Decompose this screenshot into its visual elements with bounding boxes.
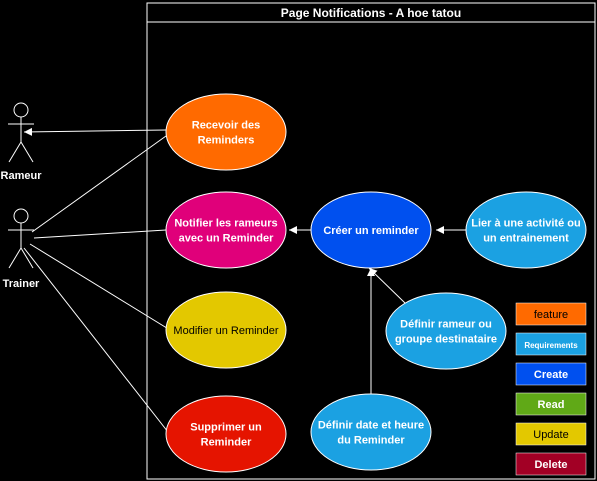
use-case-creer: Créer un reminder — [310, 191, 432, 269]
legend-item-create: Create — [515, 362, 587, 386]
legend-label: feature — [534, 309, 568, 321]
use-case-ellipse — [385, 292, 507, 370]
edge-trainer-to-modifier — [29, 243, 171, 331]
use-case-ellipse — [165, 93, 287, 171]
use-case-label: groupe destinataire — [395, 334, 497, 346]
use-case-label: Modifier un Reminder — [173, 325, 278, 337]
legend-item-delete: Delete — [515, 452, 587, 476]
legend-swatch — [515, 392, 587, 416]
actor-label-rameur: Rameur — [1, 170, 43, 182]
legend-item-read: Read — [515, 392, 587, 416]
legend-swatch — [515, 452, 587, 476]
legend-label: Update — [533, 429, 568, 441]
edge-trainer-to-notifier — [33, 229, 167, 239]
connectors — [23, 127, 466, 433]
use-case-notifier: Notifier les rameurs avec un Reminder — [165, 191, 287, 269]
legend-swatch — [515, 362, 587, 386]
use-case-label: du Reminder — [337, 435, 405, 447]
legend: featureRequirementsCreateReadUpdateDelet… — [515, 302, 587, 476]
edge-trainer-to-supprimer — [23, 247, 169, 433]
use-case-label: Définir rameur ou — [400, 319, 492, 331]
use-case-ellipse — [165, 191, 287, 269]
use-case-ellipse — [465, 191, 587, 269]
use-case-definir-rameur: Définir rameur ou groupe destinataire — [385, 292, 507, 370]
actor-label-trainer: Trainer — [3, 278, 40, 290]
edge-definir-rameur-to-creer — [368, 267, 406, 304]
use-case-ellipse — [310, 191, 432, 269]
actor-head — [13, 208, 29, 224]
use-case-lier: Lier à une activité ou un entrainement — [465, 191, 587, 269]
legend-label: Requirements — [524, 341, 578, 350]
use-case-modifier: Modifier un Reminder — [165, 291, 287, 369]
actor-rameur: Rameur — [1, 102, 43, 182]
use-case-label: Définir date et heure — [318, 420, 424, 432]
edge-recevoir-to-rameur — [23, 127, 167, 136]
legend-swatch — [515, 332, 587, 356]
use-case-definir-date: Définir date et heure du Reminder — [310, 393, 432, 471]
use-case-ellipse — [165, 291, 287, 369]
legend-label: Create — [534, 369, 568, 381]
legend-swatch — [515, 422, 587, 446]
use-case-label: Créer un reminder — [323, 225, 419, 237]
legend-swatch — [515, 302, 587, 326]
legend-item-feature: feature — [515, 302, 587, 326]
diagram-title: Page Notifications - A hoe tatou — [281, 6, 461, 20]
legend-item-update: Update — [515, 422, 587, 446]
use-case-label: Reminder — [201, 437, 252, 449]
use-case-label: Reminders — [198, 135, 255, 147]
use-case-ellipse — [165, 395, 287, 473]
edge-trainer-to-recevoir — [31, 135, 167, 233]
use-case-supprimer: Supprimer un Reminder — [165, 395, 287, 473]
use-case-label: Supprimer un — [190, 422, 262, 434]
legend-item-requirements: Requirements — [515, 332, 587, 356]
use-case-label: Recevoir des — [192, 120, 260, 132]
use-case-label: Lier à une activité ou — [471, 218, 580, 230]
legend-label: Read — [538, 399, 565, 411]
actor-trainer: Trainer — [3, 208, 40, 290]
use-case-label: Notifier les rameurs — [174, 218, 277, 230]
use-case-label: un entrainement — [483, 233, 569, 245]
legend-label: Delete — [534, 459, 567, 471]
actor-head — [13, 102, 29, 118]
use-case-ellipse — [310, 393, 432, 471]
use-case-label: avec un Reminder — [179, 233, 274, 245]
